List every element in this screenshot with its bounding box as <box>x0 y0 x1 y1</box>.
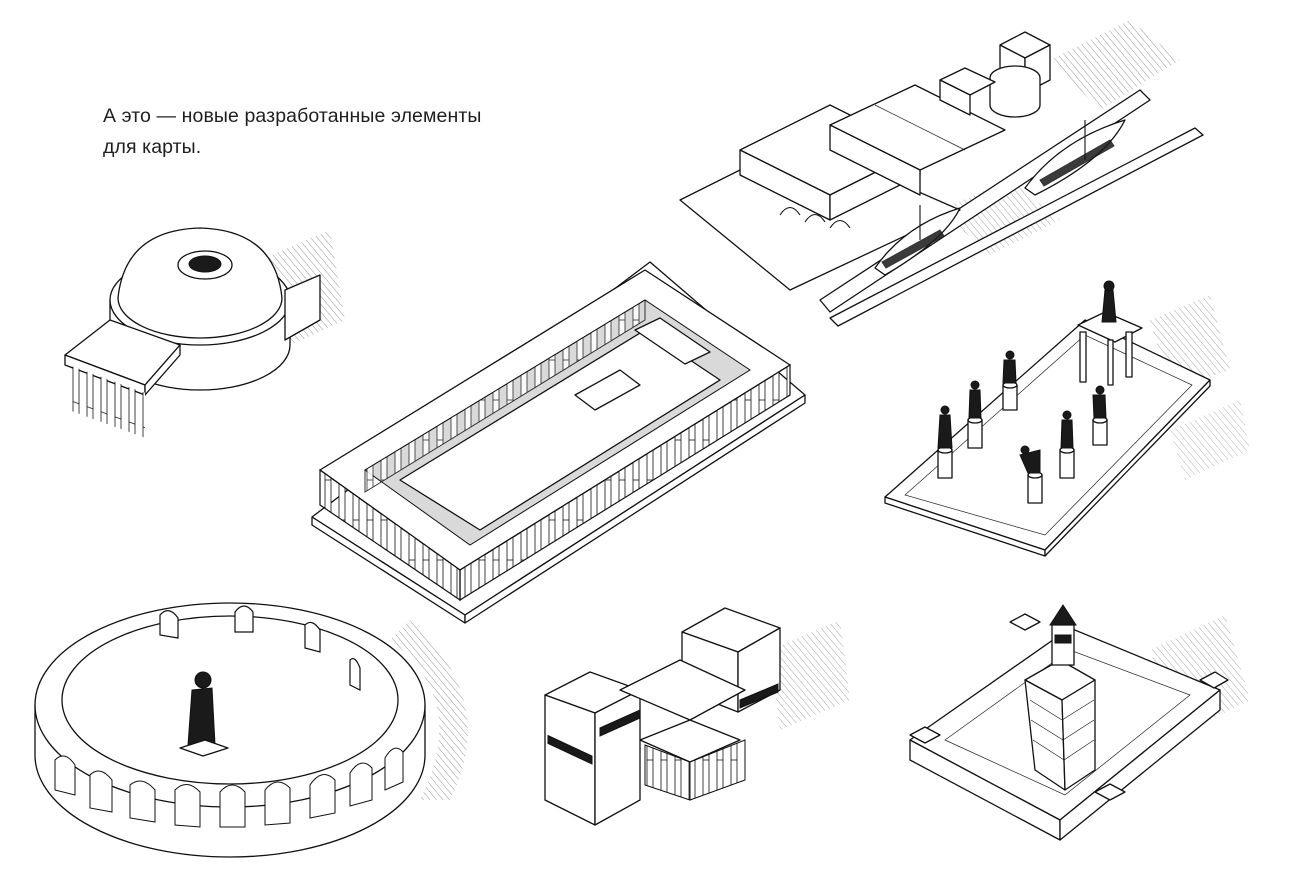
statue-plaza <box>884 280 1250 557</box>
gatehouse-temple <box>544 607 850 826</box>
domed-rotunda <box>64 227 345 438</box>
peripteral-temple <box>311 261 806 624</box>
harbor-with-ships <box>679 20 1204 327</box>
caption-text: А это — новые разработанные элементы для… <box>103 101 623 163</box>
circular-arena <box>34 602 468 858</box>
lighthouse-complex <box>909 604 1250 841</box>
caption-line-1: А это — новые разработанные элементы <box>103 105 482 127</box>
caption-line-2: для карты. <box>103 136 202 158</box>
